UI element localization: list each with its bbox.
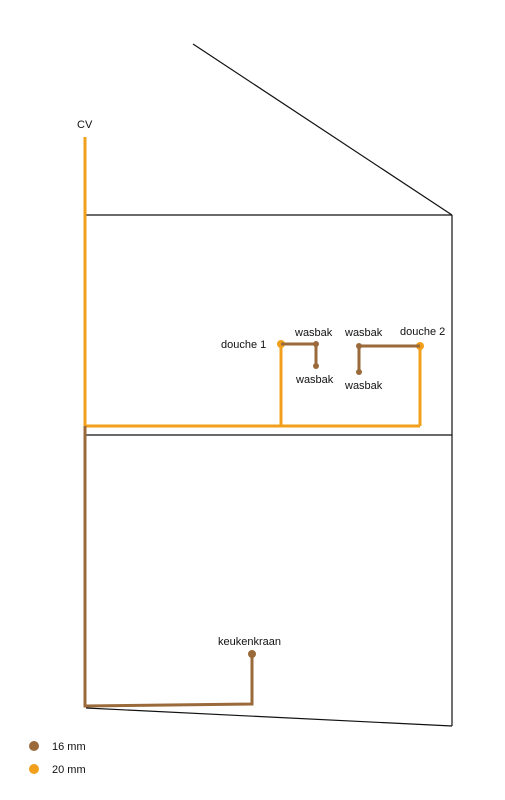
keukenkraan-label: keukenkraan — [218, 636, 281, 648]
house-outline — [85, 43, 453, 727]
wasbak-label-bottom-right: wasbak — [344, 380, 383, 392]
ground-floor-pipe — [83, 426, 254, 708]
wasbak-label-bottom-left: wasbak — [295, 374, 334, 386]
cv-label: CV — [77, 119, 93, 131]
roof-line — [192, 43, 453, 216]
wasbak-label-top-left: wasbak — [294, 327, 333, 339]
legend-label-20mm: 20 mm — [52, 764, 86, 776]
wasbak-label-top-right: wasbak — [344, 327, 383, 339]
legend-label-16mm: 16 mm — [52, 741, 86, 753]
ground-floor-line — [85, 707, 453, 727]
wasbak-right-pipe — [357, 344, 420, 372]
pipes-20mm — [83, 137, 422, 428]
wasbak-left-top-point — [313, 341, 319, 347]
wasbak-left-pipe — [281, 342, 318, 366]
wasbak-right-top-point — [356, 343, 362, 349]
legend-swatch-16mm — [29, 741, 39, 751]
douche2-label: douche 2 — [400, 326, 445, 338]
keukenkraan-point — [248, 650, 256, 658]
douche1-label: douche 1 — [221, 339, 266, 351]
wasbak-left-bottom-point — [313, 363, 319, 369]
wasbak-right-bottom-point — [356, 369, 362, 375]
legend: 16 mm 20 mm — [29, 741, 86, 776]
legend-swatch-20mm — [29, 764, 39, 774]
